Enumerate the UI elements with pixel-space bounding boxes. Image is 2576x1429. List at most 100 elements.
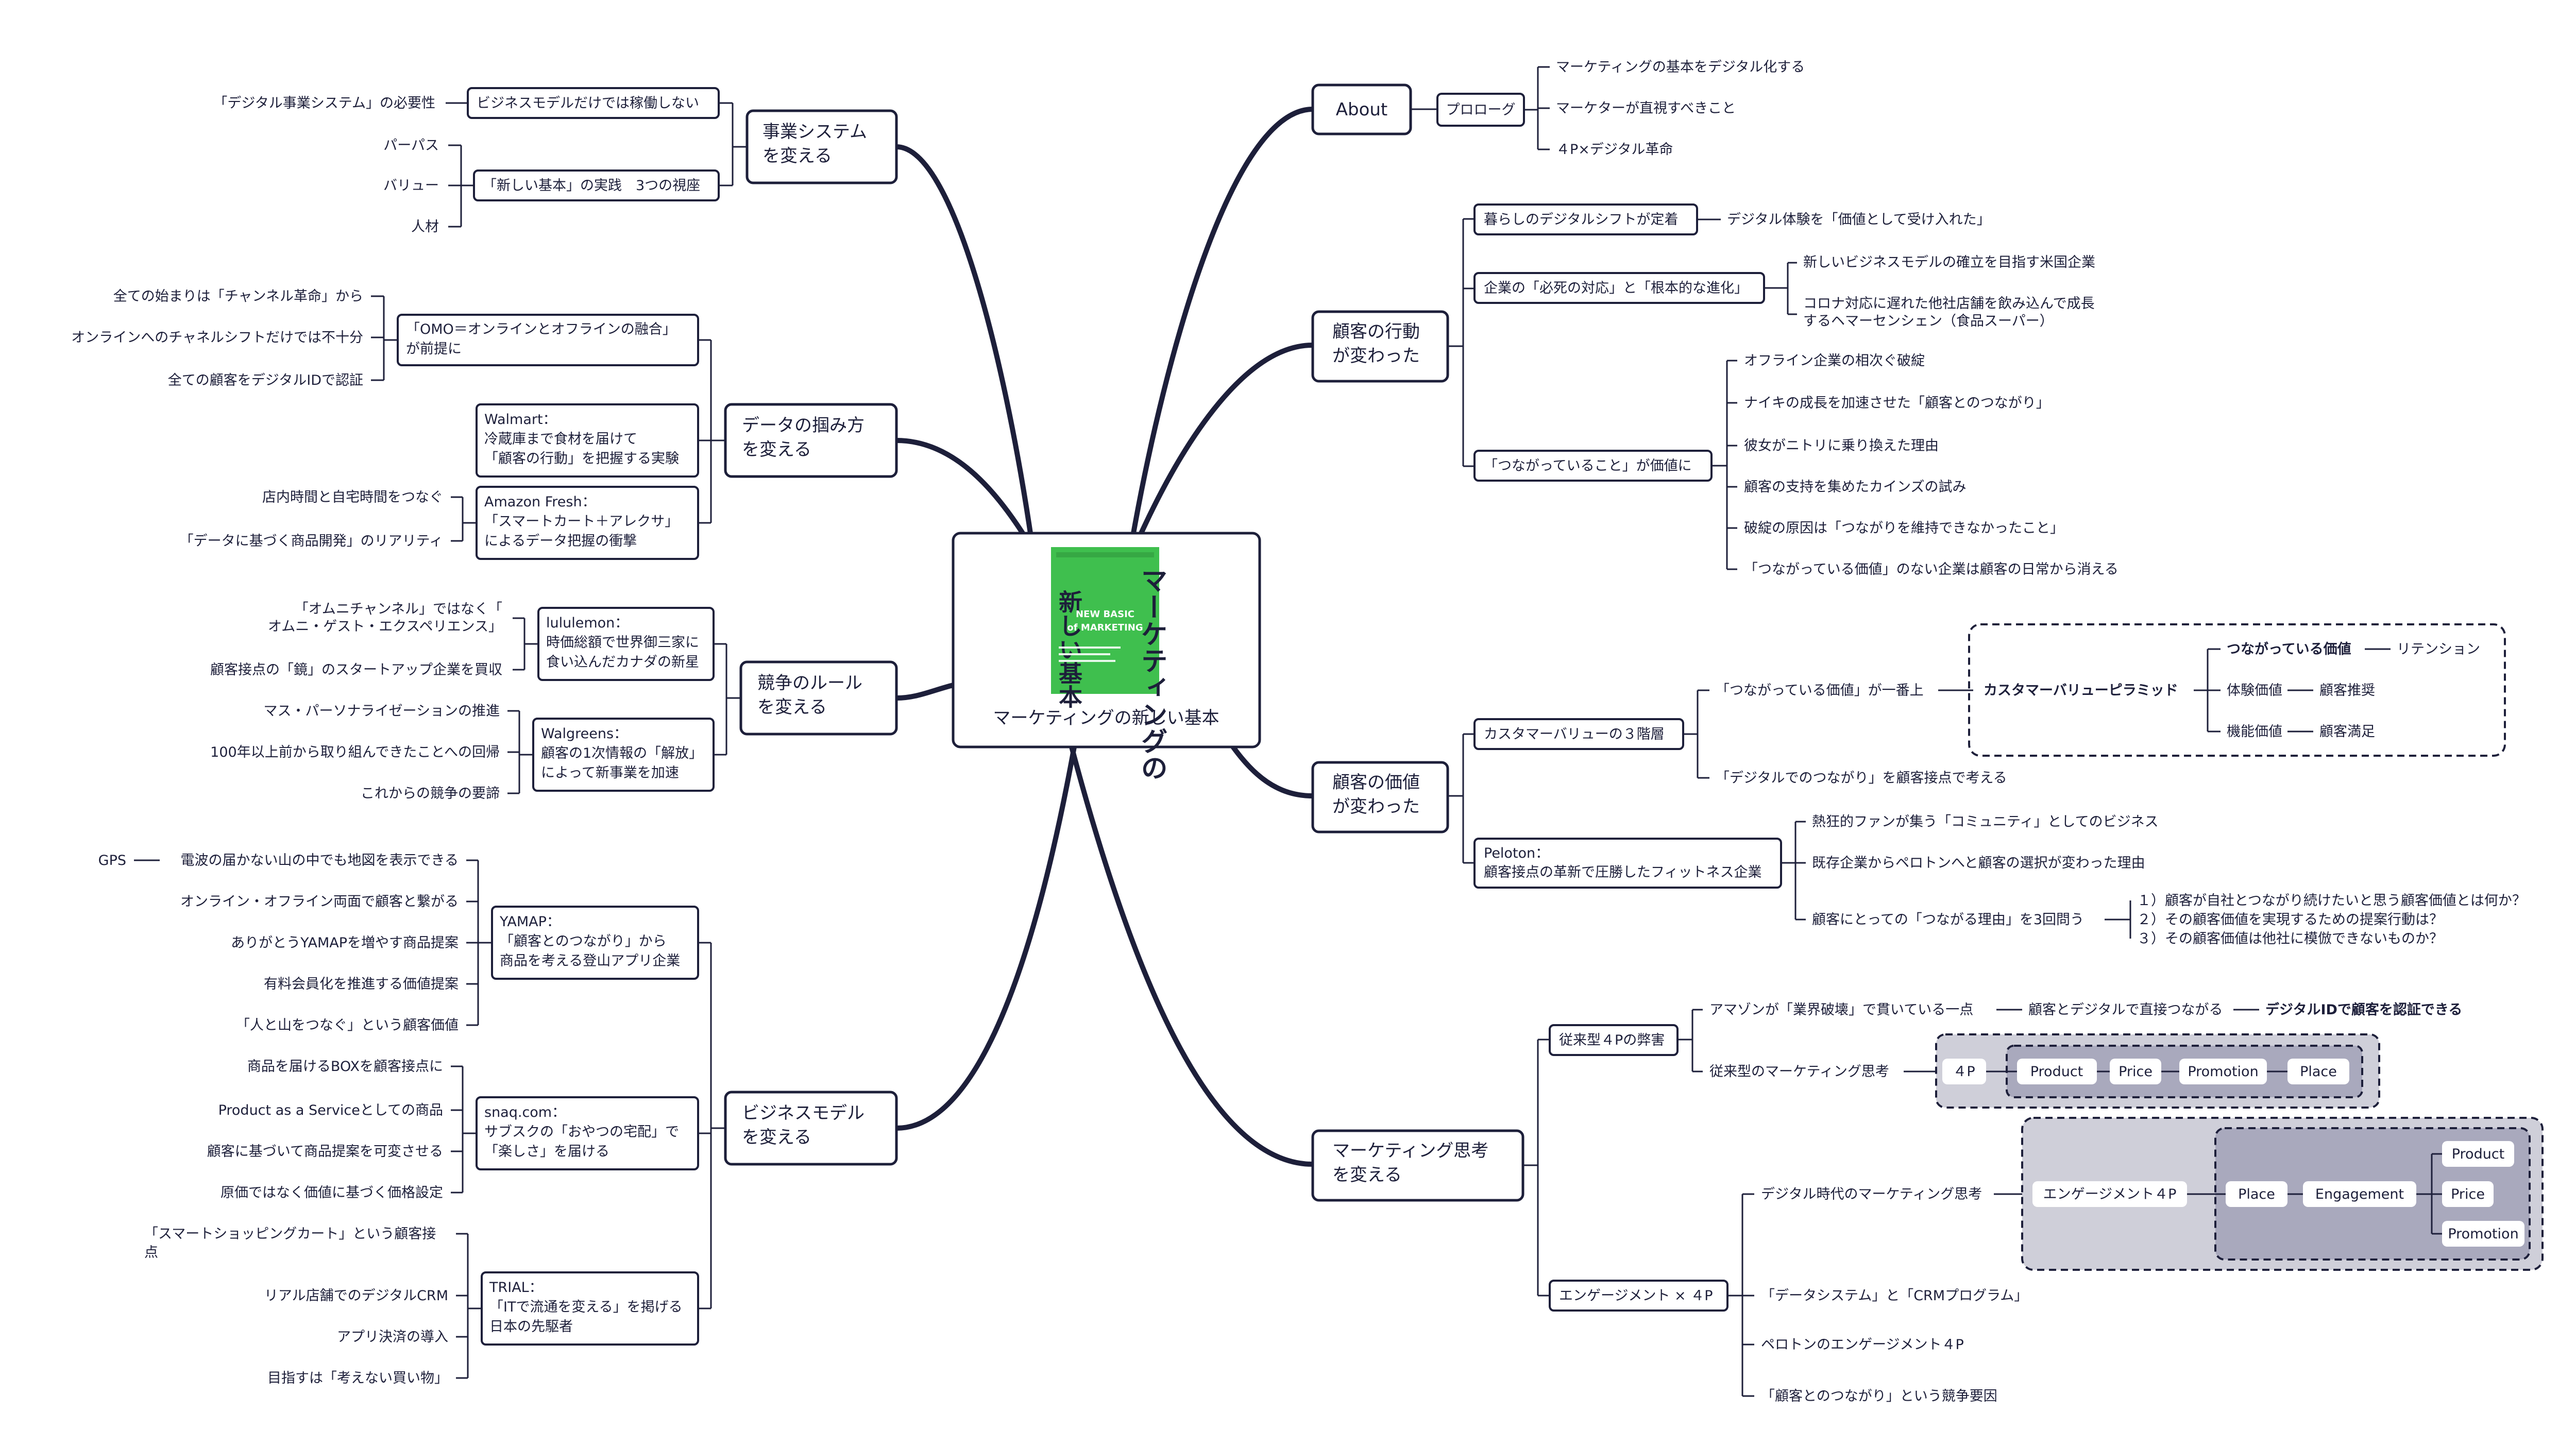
branch-system: 事業システム を変える ビジネスモデルだけでは稼働しない 「デジタル事業システム… — [213, 87, 898, 235]
svg-text:目指すは「考えない買い物」: 目指すは「考えない買い物」 — [267, 1370, 448, 1386]
walmart-node[interactable] — [476, 403, 699, 478]
svg-text:ビジネスモデル: ビジネスモデル — [742, 1103, 865, 1124]
engage-place — [2226, 1181, 2287, 1207]
svg-text:「オムニチャンネル」ではなく「: 「オムニチャンネル」ではなく「 — [295, 601, 502, 617]
svg-text:NEW BASIC: NEW BASIC — [1076, 609, 1134, 620]
svg-text:Engagement: Engagement — [2315, 1186, 2404, 1202]
svg-text:顧客の1次情報の「解放」: 顧客の1次情報の「解放」 — [541, 745, 703, 761]
svg-text:マス・パーソナライゼーションの推進: マス・パーソナライゼーションの推進 — [264, 703, 500, 719]
svg-text:「つながっている価値」のない企業は顧客の日常から消える: 「つながっている価値」のない企業は顧客の日常から消える — [1744, 562, 2119, 577]
svg-text:つながっている価値: つながっている価値 — [2227, 641, 2351, 657]
svg-text:既存企業からペロトンへと顧客の選択が変わった理由: 既存企業からペロトンへと顧客の選択が変わった理由 — [1812, 855, 2145, 871]
svg-text:が変わった: が変わった — [1332, 796, 1420, 817]
svg-text:顧客の価値: 顧客の価値 — [1332, 772, 1420, 793]
svg-text:新しいビジネスモデルの確立を目指す米国企業: 新しいビジネスモデルの確立を目指す米国企業 — [1803, 254, 2095, 270]
svg-text:「デジタルでのつながり」を顧客接点で考える: 「デジタルでのつながり」を顧客接点で考える — [1716, 770, 2007, 786]
svg-text:「顧客の行動」を把握する実験: 「顧客の行動」を把握する実験 — [484, 451, 679, 467]
svg-text:有料会員化を推進する価値提案: 有料会員化を推進する価値提案 — [264, 976, 459, 992]
svg-text:顧客の支持を集めたカインズの試み: 顧客の支持を集めたカインズの試み — [1744, 479, 1966, 495]
svg-text:アマゾンが「業界破壊」で貫いている一点: アマゾンが「業界破壊」で貫いている一点 — [1709, 1002, 1973, 1018]
engage-engagement — [2303, 1181, 2416, 1207]
svg-text:競争のルール: 競争のルール — [757, 673, 862, 693]
svg-text:顧客の行動: 顧客の行動 — [1332, 321, 1420, 342]
svg-text:顧客接点の「鏡」のスタートアップ企業を買収: 顧客接点の「鏡」のスタートアップ企業を買収 — [210, 662, 502, 678]
svg-text:カスタマーバリューピラミッド: カスタマーバリューピラミッド — [1984, 683, 2178, 699]
svg-text:サブスクの「おやつの宅配」で: サブスクの「おやつの宅配」で — [484, 1124, 679, 1140]
svg-text:機能価値: 機能価値 — [2227, 724, 2282, 740]
svg-text:「つながっていること」が価値に: 「つながっていること」が価値に — [1484, 458, 1692, 474]
svg-text:を変える: を変える — [762, 146, 832, 166]
svg-text:Promotion: Promotion — [2188, 1064, 2258, 1080]
svg-text:カスタマーバリューの３階層: カスタマーバリューの３階層 — [1484, 726, 1665, 742]
svg-text:マーケティングの: マーケティングの — [1136, 567, 1167, 781]
svg-text:Amazon Fresh：: Amazon Fresh： — [484, 494, 596, 510]
svg-text:新しい基本: 新しい基本 — [1055, 590, 1083, 708]
svg-text:これからの競争の要諦: これからの競争の要諦 — [361, 786, 500, 802]
svg-text:が変わった: が変わった — [1332, 346, 1420, 366]
svg-text:Product: Product — [2452, 1146, 2505, 1162]
value-node[interactable] — [1311, 761, 1449, 833]
svg-text:コロナ対応に遅れた他社店舗を飲み込んで成長: コロナ対応に遅れた他社店舗を飲み込んで成長 — [1803, 296, 2095, 312]
svg-text:Price: Price — [2119, 1064, 2153, 1080]
svg-text:リアル店舗でのデジタルCRM: リアル店舗でのデジタルCRM — [264, 1288, 448, 1304]
svg-text:２）その顧客価値を実現するための提案行動は？: ２）その顧客価値を実現するための提案行動は？ — [2137, 912, 2443, 928]
svg-text:Walmart：: Walmart： — [484, 412, 557, 428]
svg-text:TRIAL：: TRIAL： — [489, 1280, 543, 1296]
pyramid-group — [1968, 623, 2506, 757]
svg-text:電波の届かない山の中でも地図を表示できる: 電波の届かない山の中でも地図を表示できる — [181, 853, 459, 869]
about-node[interactable] — [1311, 83, 1412, 135]
trad-place — [2287, 1059, 2349, 1084]
svg-text:デジタルIDで顧客を認証できる: デジタルIDで顧客を認証できる — [2265, 1001, 2462, 1018]
svg-text:が前提に: が前提に — [406, 341, 462, 357]
svg-text:「データシステム」と「CRMプログラム」: 「データシステム」と「CRMプログラム」 — [1761, 1288, 2028, 1304]
svg-text:商品を届けるBOXを顧客接点に: 商品を届けるBOXを顧客接点に — [247, 1059, 443, 1075]
center-title: マーケティングの新しい基本 — [993, 708, 1219, 728]
svg-text:オンラインへのチャネルシフトだけでは不十分: オンラインへのチャネルシフトだけでは不十分 — [71, 330, 363, 346]
svg-text:全ての始まりは「チャンネル革命」から: 全ての始まりは「チャンネル革命」から — [113, 288, 363, 304]
svg-text:従来型のマーケティング思考: 従来型のマーケティング思考 — [1709, 1064, 1889, 1080]
svg-text:事業システム: 事業システム — [762, 122, 867, 142]
engage-price — [2442, 1181, 2494, 1207]
trad-promotion — [2179, 1059, 2267, 1084]
svg-text:デジタル時代のマーケティング思考: デジタル時代のマーケティング思考 — [1761, 1186, 1982, 1202]
svg-text:「新しい基本」の実践 3つの視座: 「新しい基本」の実践 3つの視座 — [483, 178, 700, 194]
svg-text:エンゲージメント４P: エンゲージメント４P — [2043, 1186, 2177, 1202]
trad-product — [2017, 1059, 2097, 1084]
svg-text:日本の先駆者: 日本の先駆者 — [489, 1319, 573, 1335]
svg-text:によるデータ把握の衝撃: によるデータ把握の衝撃 — [484, 533, 637, 549]
svg-text:About: About — [1336, 99, 1388, 120]
svg-text:ビジネスモデルだけでは稼働しない: ビジネスモデルだけでは稼働しない — [477, 95, 699, 111]
svg-text:全ての顧客をデジタルIDで認証: 全ての顧客をデジタルIDで認証 — [168, 372, 363, 388]
svg-text:バリュー: バリュー — [383, 178, 439, 194]
svg-text:を変える: を変える — [1332, 1165, 1402, 1185]
svg-text:YAMAP：: YAMAP： — [499, 914, 561, 930]
svg-text:「データに基づく商品開発」のリアリティ: 「データに基づく商品開発」のリアリティ — [180, 533, 443, 549]
svg-text:破綻の原因は「つながりを維持できなかったこと」: 破綻の原因は「つながりを維持できなかったこと」 — [1744, 520, 2064, 536]
svg-text:食い込んだカナダの新星: 食い込んだカナダの新星 — [546, 654, 699, 670]
svg-text:プロローグ: プロローグ — [1446, 102, 1516, 118]
svg-text:を変える: を変える — [757, 697, 827, 718]
svg-text:熱狂的ファンが集う「コミュニティ」としてのビジネス: 熱狂的ファンが集う「コミュニティ」としてのビジネス — [1812, 814, 2159, 830]
svg-text:Peloton：: Peloton： — [1484, 845, 1549, 861]
svg-text:リテンション: リテンション — [2397, 641, 2480, 657]
svg-text:企業の「必死の対応」と「根本的な進化」: 企業の「必死の対応」と「根本的な進化」 — [1484, 280, 1748, 296]
svg-text:顧客推奨: 顧客推奨 — [2319, 683, 2375, 699]
svg-text:人材: 人材 — [411, 219, 439, 235]
svg-text:「スマートカート＋アレクサ」: 「スマートカート＋アレクサ」 — [484, 514, 679, 530]
svg-text:原価ではなく価値に基づく価格設定: 原価ではなく価値に基づく価格設定 — [221, 1185, 443, 1201]
svg-text:オムニ・ゲスト・エクスペリエンス」: オムニ・ゲスト・エクスペリエンス」 — [268, 619, 502, 635]
svg-text:顧客接点の革新で圧勝したフィットネス企業: 顧客接点の革新で圧勝したフィットネス企業 — [1484, 864, 1761, 880]
svg-text:「顧客とのつながり」から: 「顧客とのつながり」から — [500, 933, 667, 949]
svg-text:「楽しさ」を届ける: 「楽しさ」を届ける — [484, 1144, 609, 1160]
svg-text:彼女がニトリに乗り換えた理由: 彼女がニトリに乗り換えた理由 — [1744, 438, 1939, 454]
svg-text:ありがとうYAMAPを増やす商品提案: ありがとうYAMAPを増やす商品提案 — [231, 935, 459, 951]
svg-text:lululemon：: lululemon： — [546, 615, 629, 631]
svg-text:Product: Product — [2030, 1064, 2083, 1080]
svg-text:するヘマーセンシェン（食品スーパー）: するヘマーセンシェン（食品スーパー） — [1803, 313, 2054, 329]
svg-text:100年以上前から取り組んできたことへの回帰: 100年以上前から取り組んできたことへの回帰 — [210, 744, 500, 760]
svg-text:点: 点 — [144, 1245, 158, 1261]
center-node[interactable]: マーケティングの 新しい基本 NEW BASIC of MARKETING マー… — [952, 532, 1261, 781]
svg-text:マーケティング思考: マーケティング思考 — [1332, 1141, 1488, 1161]
branch-model: ビジネスモデル を変える YAMAP： 「顧客とのつながり」から 商品を考える登… — [98, 853, 898, 1386]
engage-promotion — [2442, 1221, 2524, 1247]
